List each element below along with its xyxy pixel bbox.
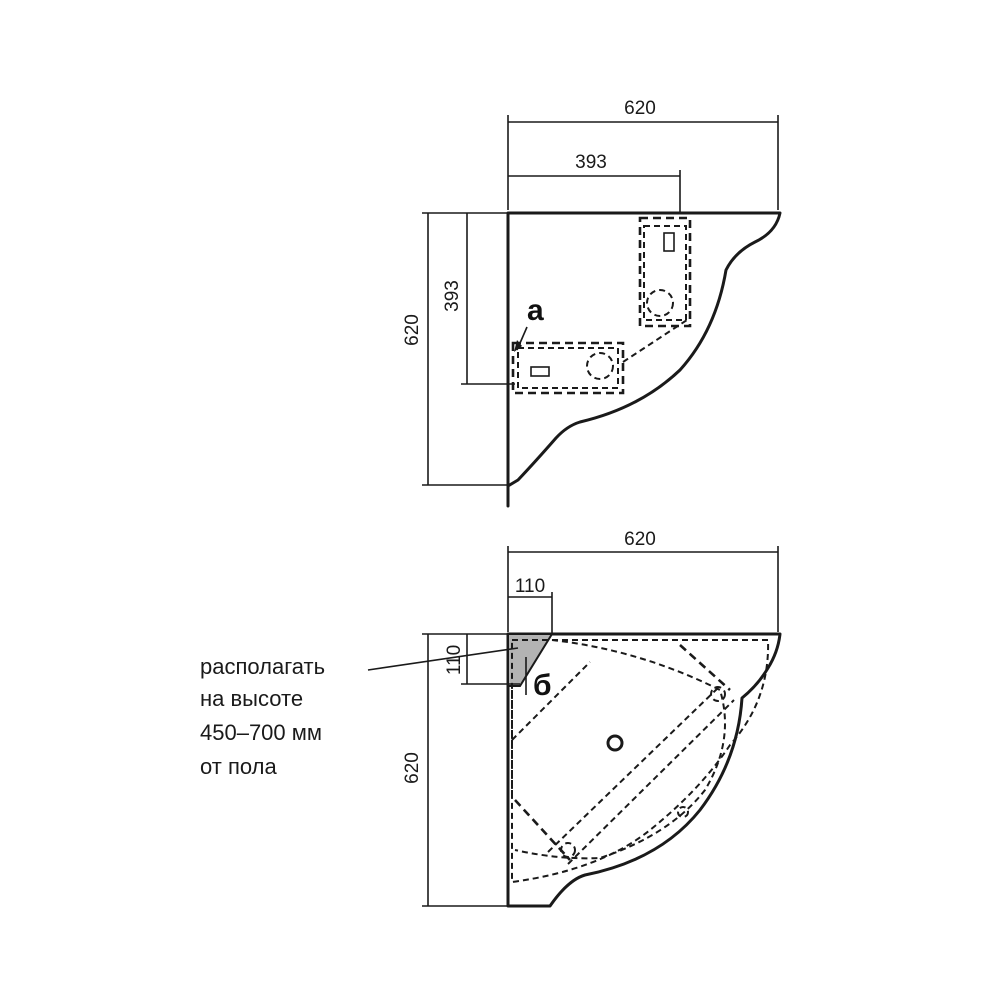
bottom-corner-width-label: 110	[515, 576, 545, 597]
bottom-diagonal-2	[567, 699, 735, 865]
top-view: 620 393 620 393 а	[402, 98, 782, 508]
callout-line-1: располагать	[200, 654, 325, 679]
top-inner-width-label: 393	[575, 152, 607, 173]
bottom-width-label: 620	[624, 529, 656, 550]
top-right-drawer-inner	[643, 225, 687, 321]
top-diagonal-dash	[622, 317, 691, 363]
top-right-hinge-circle	[646, 289, 674, 317]
bottom-height-label: 620	[402, 752, 423, 784]
callout-line-4: от пола	[200, 754, 277, 779]
top-width-label: 620	[624, 98, 656, 119]
bottom-view-outline	[506, 632, 782, 908]
bottom-hinge-left	[560, 842, 576, 858]
bottom-diagonal-3	[511, 661, 591, 741]
bottom-hinge-mid	[677, 806, 689, 818]
bottom-hinge-right	[710, 686, 726, 702]
bottom-corner-height-label: 110	[444, 645, 465, 675]
top-left-hinge-circle	[586, 352, 614, 380]
callout-leader	[367, 647, 519, 671]
top-view-outline	[506, 211, 782, 508]
bottom-bar-right	[679, 644, 731, 691]
marker-b: б	[533, 669, 552, 702]
bottom-basin-inner	[514, 639, 726, 860]
top-left-handle	[530, 366, 550, 377]
bottom-diagonal-1	[547, 685, 721, 853]
top-left-drawer-inner	[517, 347, 619, 389]
marker-a: а	[527, 294, 544, 327]
callout-text: располагать на высоте 450–700 мм от пола	[200, 654, 331, 779]
top-right-handle	[663, 232, 675, 252]
drain-hole-icon	[606, 734, 624, 752]
callout-line-3: 450–700 мм	[200, 720, 322, 745]
bottom-basin-outer	[511, 639, 770, 884]
marker-a-arrow	[514, 340, 522, 352]
top-height-label: 620	[402, 314, 423, 346]
bottom-view: 620 110 620 110 б располагать на высоте …	[200, 529, 782, 908]
top-right-drawer-outline	[638, 216, 692, 328]
callout-line-2: на высоте	[200, 686, 303, 711]
top-left-drawer-outline	[511, 341, 625, 395]
top-inner-height-label: 393	[442, 280, 463, 312]
corner-fill	[507, 633, 554, 687]
